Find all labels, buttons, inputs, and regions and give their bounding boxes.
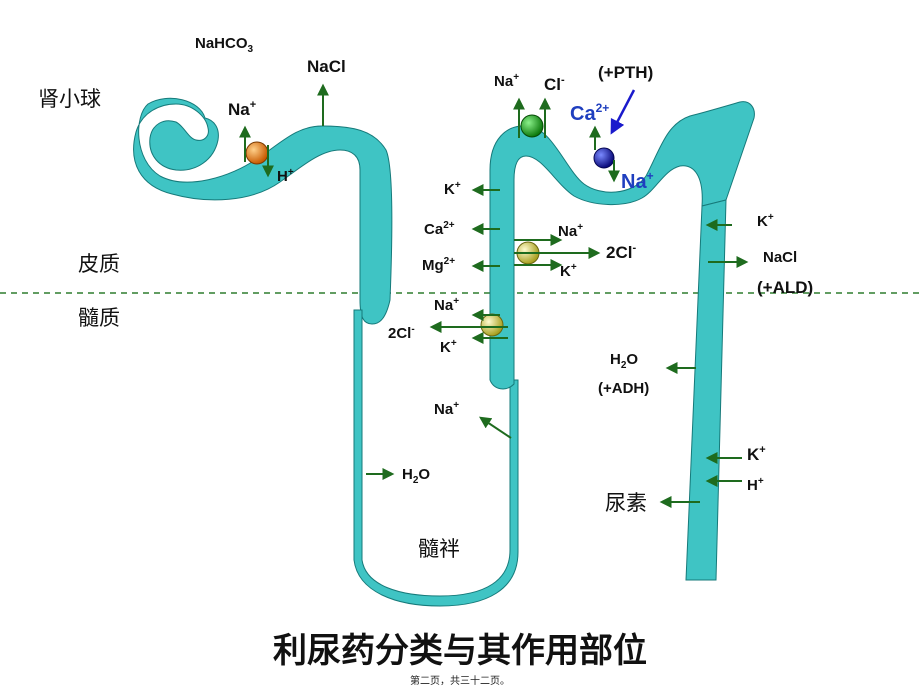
label-cd-k2: K+ bbox=[747, 444, 766, 464]
label-dt-na: Na+ bbox=[494, 72, 519, 90]
label-dt-na-blue: Na+ bbox=[621, 169, 654, 193]
label-cd-adh: (+ADH) bbox=[598, 380, 649, 397]
label-al-2cl-out: 2Cl- bbox=[388, 324, 415, 342]
label-cd-k: K+ bbox=[757, 212, 774, 230]
label-thin-na: Na+ bbox=[434, 400, 459, 418]
label-al-k: K+ bbox=[444, 180, 461, 198]
arrow-thin-na bbox=[479, 416, 512, 439]
loop-of-henle bbox=[353, 309, 519, 607]
label-cd-ald: (+ALD) bbox=[757, 278, 813, 297]
label-cd-h2o: H2O bbox=[610, 351, 638, 371]
label-pt-h: H+ bbox=[277, 167, 294, 185]
label-al-na-out: Na+ bbox=[434, 296, 459, 314]
label-dt-ca: Ca2+ bbox=[570, 101, 609, 125]
label-al-k-out: K+ bbox=[440, 338, 457, 356]
label-pt-na: Na+ bbox=[228, 99, 256, 119]
label-cd-nacl: NaCl bbox=[763, 249, 797, 266]
arrow-pth bbox=[610, 89, 636, 135]
label-cd-h: H+ bbox=[747, 476, 764, 494]
label-cortex: 皮质 bbox=[78, 252, 120, 276]
ascending-limb-distal-tubule bbox=[489, 101, 755, 390]
transporter-green-icon bbox=[520, 114, 544, 138]
label-al-na-in: Na+ bbox=[558, 222, 583, 240]
label-medulla: 髓质 bbox=[78, 306, 120, 330]
label-loop: 髓袢 bbox=[418, 537, 460, 561]
label-dt-cl: Cl- bbox=[544, 74, 565, 94]
label-pt-nacl: NaCl bbox=[307, 57, 346, 76]
page-title: 利尿药分类与其作用部位 bbox=[273, 631, 647, 671]
label-dl-h2o: H2O bbox=[402, 466, 430, 486]
transporter-orange-icon bbox=[245, 141, 269, 165]
label-urea: 尿素 bbox=[605, 491, 647, 515]
label-pth: (+PTH) bbox=[598, 63, 653, 82]
label-al-mg: Mg2+ bbox=[422, 256, 455, 274]
page-footer: 第二页，共三十二页。 bbox=[410, 674, 510, 687]
label-al-k-in: K+ bbox=[560, 262, 577, 280]
transporter-navy-icon bbox=[593, 147, 615, 169]
transporter-yellow-icon-2 bbox=[480, 313, 504, 337]
collecting-duct bbox=[685, 199, 727, 581]
label-glomerulus: 肾小球 bbox=[38, 87, 101, 111]
label-al-2cl-in: 2Cl- bbox=[606, 242, 636, 262]
label-nahco3: NaHCO3 bbox=[195, 35, 254, 55]
label-al-ca: Ca2+ bbox=[424, 220, 455, 238]
